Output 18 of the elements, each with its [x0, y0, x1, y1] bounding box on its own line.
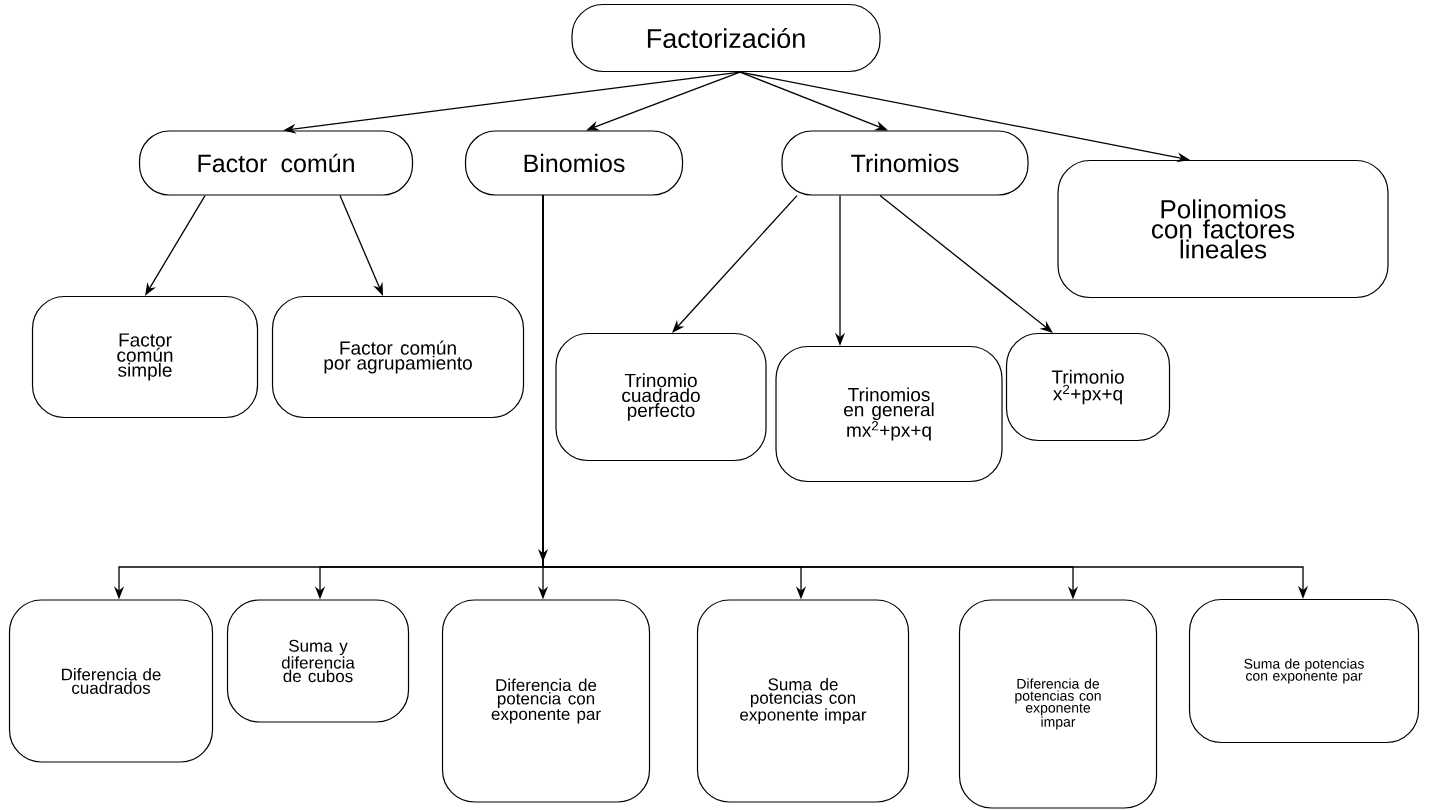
- concept-box: Binomios: [464, 130, 684, 196]
- concept-box: Diferencia de potencia con exponente par: [441, 599, 651, 803]
- arrow: [672, 194, 798, 333]
- concept-box: Trinomios en general mx$^{2}$+px+q: [775, 345, 1003, 483]
- concept-box: Trimonio x$^{2}$+px+q: [1005, 332, 1171, 442]
- concept-box: Diferencia de potencias con exponente impar: [958, 599, 1158, 809]
- concept-box: Trinomio cuadrado perfecto: [555, 332, 767, 462]
- concept-box: Diferencia de cuadrados: [8, 599, 214, 763]
- concept-box: Polinomios con factores lineales: [1057, 159, 1389, 299]
- concept-box: Factor común: [138, 130, 414, 196]
- concept-box: Factorización: [571, 3, 881, 73]
- concept-box: Suma y diferencia de cubos: [226, 599, 410, 723]
- concept-box: Factor común por agrupamiento: [271, 295, 525, 419]
- concept-box: Factor común simple: [31, 295, 259, 419]
- concept-box: Suma de potencias con exponente impar: [696, 599, 910, 803]
- concept-box: Trinomios: [781, 130, 1029, 196]
- concept-box: Suma de potencias con exponente par: [1188, 598, 1420, 744]
- arrow: [879, 194, 1053, 333]
